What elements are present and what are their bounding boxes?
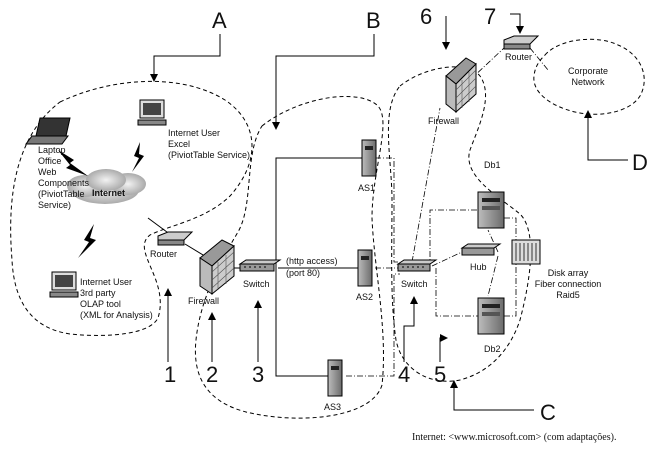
as3-label: AS3 [324, 402, 341, 412]
router-left-label: Router [150, 249, 177, 259]
callout-arrows [150, 13, 628, 411]
number-label-1: 1 [164, 362, 176, 387]
label-line: (http access) [286, 256, 338, 266]
lightning-icon [78, 224, 96, 258]
number-label-7: 7 [484, 4, 496, 29]
label-line: Web [38, 167, 56, 177]
server-db2-icon [477, 297, 505, 335]
server-as3-icon [327, 359, 343, 397]
label-line: Fiber connection [535, 279, 602, 289]
firewall-left-label: Firewall [188, 296, 219, 306]
label-line: Office [38, 156, 61, 166]
switch-right-label: Switch [401, 279, 428, 289]
router-icon [157, 231, 194, 246]
number-label-4: 4 [398, 362, 410, 387]
firewall-icon [199, 239, 235, 296]
label-line: Excel [168, 139, 190, 149]
as1-label: AS1 [358, 183, 375, 193]
switch-icon [238, 259, 282, 272]
label-line: (PiviotTable Service) [168, 150, 250, 160]
region-label-a: A [212, 8, 227, 33]
label-line: Components [38, 178, 90, 188]
label-line: 3rd party [80, 288, 116, 298]
label-line: Internet User [168, 128, 220, 138]
label-line: Disk array [548, 268, 589, 278]
number-label-3: 3 [252, 362, 264, 387]
region-label-d: D [632, 150, 648, 175]
disk-array-icon [511, 239, 541, 265]
switch-left-label: Switch [243, 279, 270, 289]
internet-cloud: Internet [67, 169, 146, 204]
lightning-icon [58, 150, 88, 176]
as2-label: AS2 [356, 292, 373, 302]
lightning-icon [132, 142, 144, 172]
region-c-outline [387, 66, 532, 382]
network-links [147, 157, 362, 377]
label-line: (PiviotTable [38, 189, 85, 199]
desktop-pc-icon [49, 271, 79, 298]
internet-label: Internet [92, 188, 125, 198]
label-line: (XML for Analysis) [80, 310, 153, 320]
label-line: Corporate [568, 66, 608, 76]
label-line: Network [571, 77, 605, 87]
number-label-2: 2 [206, 362, 218, 387]
db1-label: Db1 [484, 160, 501, 170]
db2-label: Db2 [484, 344, 501, 354]
laptop-icon [25, 117, 71, 145]
server-as1-icon [361, 139, 377, 177]
server-as2-icon [357, 249, 373, 287]
http-access-label: (http access) (port 80) [286, 256, 338, 278]
label-line: Service) [38, 200, 71, 210]
label-line: Internet User [80, 277, 132, 287]
region-a-outline [10, 80, 253, 336]
source-caption: Internet: <www.microsoft.com> (com adapt… [412, 432, 616, 443]
label-line: (port 80) [286, 268, 320, 278]
label-line: OLAP tool [80, 299, 121, 309]
number-label-6: 6 [420, 4, 432, 29]
region-label-c: C [540, 400, 556, 425]
hub-label: Hub [470, 262, 487, 272]
internal-links [346, 47, 549, 377]
desktop-pc-icon [137, 99, 167, 126]
label-line: Laptop [38, 145, 66, 155]
firewall-right-label: Firewall [428, 116, 459, 126]
corporate-cloud-outline [533, 38, 645, 115]
wireless-links [58, 142, 144, 258]
router-top-label: Router [505, 52, 532, 62]
number-label-5: 5 [434, 362, 446, 387]
switch-icon [396, 259, 438, 272]
region-label-b: B [366, 8, 381, 33]
firewall-icon [445, 57, 477, 114]
label-line: Raid5 [556, 290, 580, 300]
server-db1-icon [477, 191, 505, 229]
router-icon [503, 35, 540, 50]
hub-icon [460, 243, 502, 256]
